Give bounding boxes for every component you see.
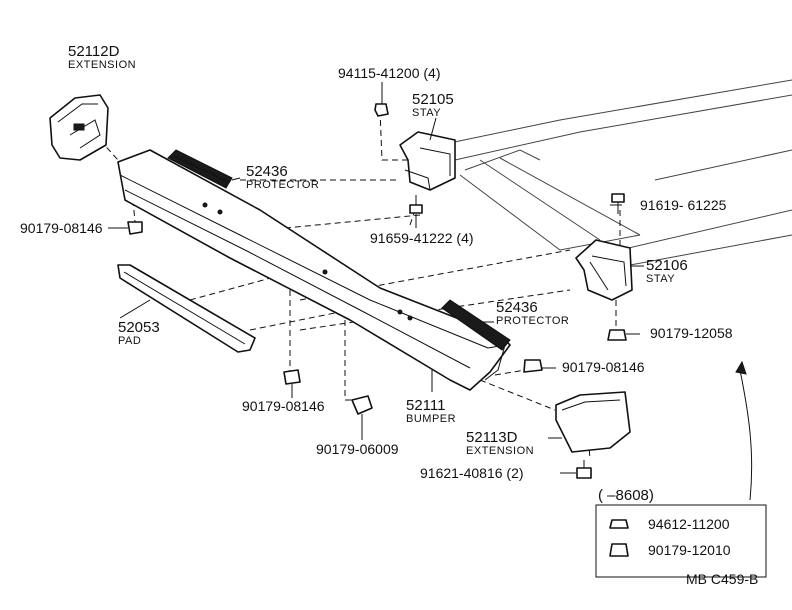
nut-90179-12010-icon	[609, 543, 629, 557]
label-91619-number: 91619- 61225	[640, 197, 727, 213]
washer-94612-icon	[609, 519, 629, 529]
part-52111-bumper	[117, 149, 511, 391]
labels: 52112D EXTENSION 94115-41200 (4) 52105 S…	[20, 43, 758, 587]
label-90179-06009-number: 90179-06009	[316, 441, 399, 457]
clip-90179-08146-bottom-icon	[283, 369, 301, 385]
label-90179-08146-right: 90179-08146	[562, 359, 645, 375]
inset-item2-label: 90179-12010	[648, 542, 731, 558]
part-52112d-extension	[49, 94, 109, 161]
part-52053-pad	[117, 264, 256, 353]
inset-arrow	[735, 360, 753, 501]
part-52106-stay	[575, 239, 633, 301]
clip-90179-06009-icon	[351, 395, 373, 415]
label-90179-08146-left: 90179-08146	[20, 220, 103, 236]
label-52105-number: 52105	[412, 91, 454, 108]
bolt-91621-icon	[576, 460, 592, 479]
label-52105-name: STAY	[412, 107, 441, 119]
label-52106-name: STAY	[646, 273, 675, 285]
clip-90179-08146-left-icon	[127, 221, 143, 235]
nut-94115-icon	[374, 103, 389, 117]
label-52436-bottom-name: PROTECTOR	[496, 315, 569, 327]
label-52436-top-name: PROTECTOR	[246, 179, 319, 191]
vehicle-frame	[439, 79, 792, 266]
label-90179-12058-number: 90179-12058	[650, 325, 733, 341]
part-52436-protector-bottom	[441, 299, 511, 351]
label-52113d-number: 52113D	[466, 429, 518, 446]
label-52436-bottom-number: 52436	[496, 299, 538, 316]
part-52436-protector-top	[167, 149, 233, 189]
inset-range-label: ( –8608)	[598, 487, 654, 504]
label-91659-number: 91659-41222 (4)	[370, 230, 474, 246]
label-52106-number: 52106	[646, 257, 688, 274]
label-52112d-name: EXTENSION	[68, 59, 136, 71]
label-52436-top-number: 52436	[246, 163, 288, 180]
part-52105-stay	[399, 131, 456, 191]
label-94115-number: 94115-41200 (4)	[338, 65, 440, 81]
label-52112d-number: 52112D	[68, 43, 120, 60]
label-52113d-name: EXTENSION	[466, 445, 534, 457]
label-52053-name: PAD	[118, 335, 141, 347]
clip-90179-12058-icon	[607, 329, 627, 341]
label-52111-number: 52111	[406, 397, 446, 414]
label-91621-number: 91621-40816 (2)	[420, 465, 524, 481]
inset-box	[595, 504, 767, 578]
bolt-91659-icon	[409, 195, 423, 214]
diagram-code: MB C459-B	[686, 571, 758, 587]
clip-90179-08146-right-icon	[523, 359, 543, 373]
part-52113d-extension	[555, 391, 631, 453]
label-52111-name: BUMPER	[406, 413, 456, 425]
label-52053-number: 52053	[118, 319, 160, 336]
leader-lines	[108, 82, 644, 474]
bolt-91619-icon	[611, 193, 625, 214]
inset-item1-label: 94612-11200	[648, 516, 730, 532]
label-90179-08146-bottom: 90179-08146	[242, 398, 325, 414]
